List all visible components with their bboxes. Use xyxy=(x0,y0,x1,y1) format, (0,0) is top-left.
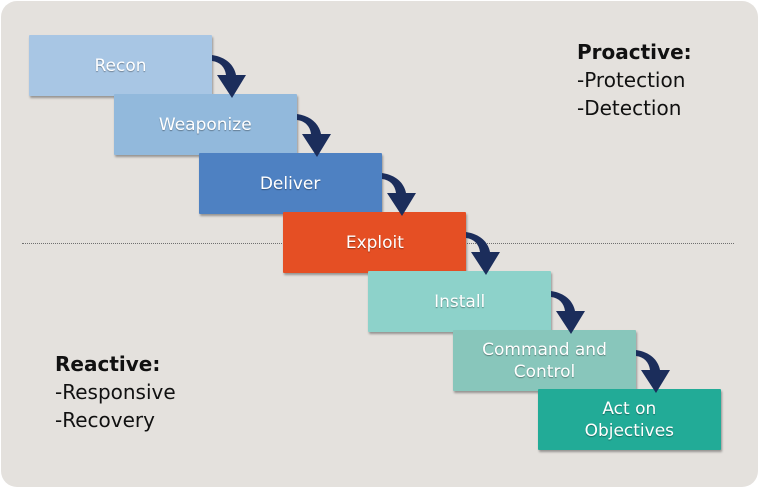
step-command-and-control: Command and Control xyxy=(453,330,636,391)
step-deliver: Deliver xyxy=(198,153,382,214)
step-weaponize: Weaponize xyxy=(113,94,297,155)
reactive-note: Reactive: -Responsive -Recovery xyxy=(55,350,176,434)
curved-arrow-down-icon xyxy=(296,114,331,157)
curved-arrow-down-icon xyxy=(551,291,586,334)
curved-arrow-down-icon xyxy=(212,55,246,98)
step-label: Weaponize xyxy=(158,114,252,135)
curved-arrow-down-icon xyxy=(636,350,670,393)
proactive-item-protection: -Protection xyxy=(577,68,686,92)
step-recon: Recon xyxy=(29,35,212,96)
reactive-item-recovery: -Recovery xyxy=(55,408,155,432)
curved-arrow-down-icon xyxy=(466,232,501,275)
step-label: Deliver xyxy=(259,173,321,194)
reactive-item-responsive: -Responsive xyxy=(55,380,176,404)
step-label: Recon xyxy=(94,55,147,76)
step-label: Exploit xyxy=(345,232,404,253)
proactive-title: Proactive: xyxy=(577,40,692,64)
step-label: Install xyxy=(434,291,486,312)
step-label: Command and Control xyxy=(482,339,607,382)
step-exploit: Exploit xyxy=(283,212,467,273)
curved-arrow-down-icon xyxy=(381,173,416,216)
reactive-title: Reactive: xyxy=(55,352,161,376)
step-label: Act on Objectives xyxy=(584,398,675,441)
proactive-item-detection: -Detection xyxy=(577,96,682,120)
proactive-note: Proactive: -Protection -Detection xyxy=(577,38,692,122)
step-install: Install xyxy=(368,271,552,332)
step-act-on-objectives: Act on Objectives xyxy=(537,389,721,450)
